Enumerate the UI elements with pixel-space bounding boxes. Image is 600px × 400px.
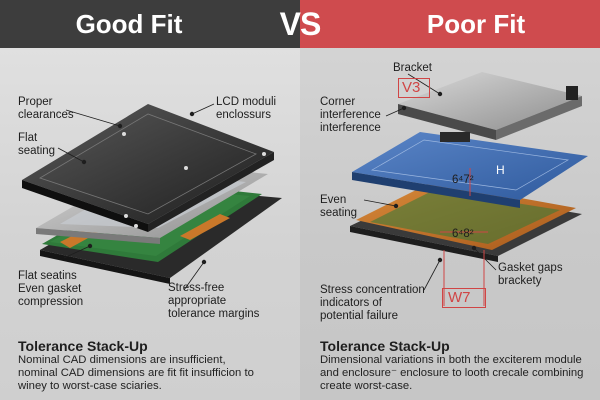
left-section-text: Nominal CAD dimensions are insufficient,… xyxy=(18,354,254,392)
label-flat-seating: Flat seating xyxy=(18,132,56,157)
poor-fit-leaders xyxy=(363,73,497,291)
label-stress-free: Stress-free appropriate tolerance margin… xyxy=(168,282,260,320)
label-stress-concentration: Stress concentration indicators of poten… xyxy=(320,284,425,322)
left-section-title: Tolerance Stack-Up xyxy=(18,338,148,354)
label-corner-interference: Corner interference interference xyxy=(320,96,381,134)
label-lcd-module: LCD moduli enclossurs xyxy=(216,96,277,121)
blue-panel xyxy=(352,132,588,200)
poor-fit-annotations xyxy=(440,168,488,306)
right-section-title: Tolerance Stack-Up xyxy=(320,338,450,354)
label-gasket-gaps: Gasket gaps brackety xyxy=(498,262,563,287)
good-fit-title: Good Fit xyxy=(75,8,183,39)
vs-label: VS xyxy=(279,6,322,42)
good-fit-banner: Good Fit xyxy=(0,0,300,48)
label-proper-clearances: Proper clearances xyxy=(18,96,74,121)
lcd-display xyxy=(22,104,274,224)
label-even-seating: Even seating xyxy=(320,194,358,219)
poor-fit-title: Poor Fit xyxy=(426,8,526,39)
label-dim1: 6⁴7² xyxy=(452,174,474,186)
v3-box xyxy=(398,78,430,98)
good-fit-leaders xyxy=(57,103,215,291)
w7-box xyxy=(442,288,486,308)
poor-fit-banner: Poor Fit xyxy=(300,0,600,48)
poor-fit-stack xyxy=(350,72,588,262)
label-v3: V3 xyxy=(402,79,421,96)
label-flat-seatins: Flat seatins Even gasket compression xyxy=(18,270,84,308)
metal-bracket xyxy=(398,72,582,130)
right-section-text: Dimensional variations in both the excit… xyxy=(320,354,584,392)
good-fit-stack xyxy=(22,104,282,284)
label-h: H xyxy=(496,163,505,177)
label-bracket: Bracket xyxy=(393,62,432,74)
label-dim2: 6⁴8² xyxy=(452,228,474,240)
label-w7: W7 xyxy=(448,289,471,306)
